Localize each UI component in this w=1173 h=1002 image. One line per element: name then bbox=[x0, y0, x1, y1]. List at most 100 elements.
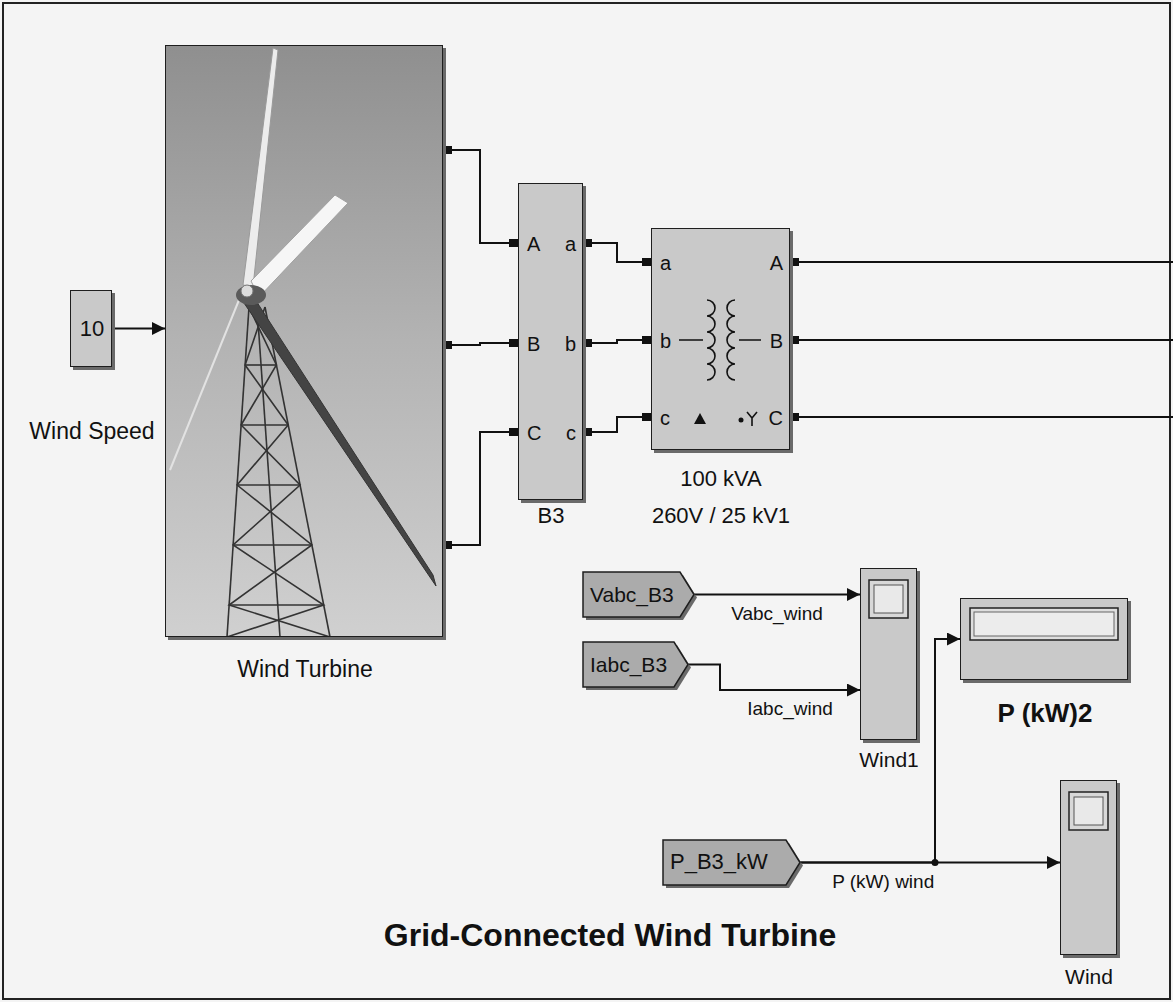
grid-wire bbox=[799, 416, 1173, 418]
scope-symbol bbox=[860, 568, 917, 740]
port-name: A bbox=[770, 253, 783, 273]
block-name: Wind1 bbox=[859, 749, 919, 770]
transformer-block: abcABC100 kVA260V / 25 kV1 bbox=[651, 228, 790, 450]
signal-arrow bbox=[112, 328, 165, 330]
wye-symbol bbox=[747, 412, 757, 426]
port-name: B bbox=[770, 331, 783, 351]
block-name: B3 bbox=[538, 505, 565, 527]
display-block: P (kW)2 bbox=[960, 598, 1128, 680]
port-marker bbox=[790, 336, 799, 344]
tower-brace bbox=[229, 307, 330, 637]
tower-leg bbox=[227, 307, 249, 637]
tower-brace bbox=[241, 424, 288, 426]
port-marker bbox=[642, 258, 651, 266]
scope-screen bbox=[874, 585, 903, 613]
power-wire bbox=[583, 340, 651, 343]
power-wire bbox=[583, 417, 651, 432]
port-name: a bbox=[660, 253, 671, 273]
block-name: Wind bbox=[1065, 966, 1113, 987]
block-name: Wind Speed bbox=[29, 420, 154, 443]
scope-screen bbox=[1069, 792, 1108, 830]
scope-symbol bbox=[1060, 780, 1117, 955]
port-marker bbox=[790, 258, 799, 266]
grid-wire bbox=[799, 339, 1173, 341]
display-window bbox=[970, 608, 1118, 640]
port-name: a bbox=[565, 234, 576, 254]
grid-wire bbox=[799, 261, 1173, 263]
figure-frame bbox=[3, 3, 1170, 999]
tower-brace bbox=[229, 604, 324, 606]
port-marker bbox=[509, 428, 518, 436]
scope-block: Wind bbox=[1060, 780, 1117, 955]
port-name: C bbox=[527, 423, 541, 443]
port-marker bbox=[443, 341, 452, 349]
tower-brace bbox=[227, 307, 324, 637]
tower-brace bbox=[233, 544, 312, 546]
port-marker bbox=[790, 413, 799, 421]
power-wire bbox=[443, 432, 518, 545]
port-marker bbox=[583, 339, 592, 347]
port-marker bbox=[642, 413, 651, 421]
scope-screen bbox=[1074, 797, 1103, 825]
grid-wires bbox=[790, 258, 1173, 421]
lattice-tower bbox=[227, 307, 330, 637]
branch-point bbox=[932, 859, 939, 866]
block-name: Wind Turbine bbox=[237, 658, 373, 681]
port-name: b bbox=[660, 331, 671, 351]
hub bbox=[241, 285, 253, 297]
port-marker bbox=[642, 336, 651, 344]
winding-lead bbox=[679, 339, 761, 341]
tower-brace bbox=[237, 484, 300, 486]
block-name: 100 kVA bbox=[680, 468, 762, 490]
wind-turbine-block: Wind Turbine bbox=[165, 45, 443, 637]
signal-name: Vabc_wind bbox=[731, 604, 823, 623]
block-fill bbox=[651, 228, 790, 450]
port-name: c bbox=[566, 423, 576, 443]
tag-shape bbox=[583, 642, 688, 687]
port-marker bbox=[583, 239, 592, 247]
display-window bbox=[974, 612, 1114, 636]
primary-coil bbox=[707, 300, 715, 380]
signal-branch bbox=[800, 639, 960, 863]
sky bbox=[165, 45, 443, 637]
turbine-blade bbox=[244, 293, 436, 586]
blade-thin bbox=[170, 295, 241, 470]
port-marker bbox=[509, 339, 518, 347]
port-name: A bbox=[527, 234, 540, 254]
block-fill bbox=[1060, 780, 1117, 955]
constant-value: 10 bbox=[80, 318, 104, 340]
signal-line bbox=[688, 665, 860, 691]
power-wire bbox=[443, 150, 518, 243]
port-name: b bbox=[565, 334, 576, 354]
nacelle bbox=[236, 285, 266, 305]
tower-leg bbox=[257, 307, 280, 637]
signal-tag: P_B3_kW bbox=[670, 851, 768, 873]
power-wire bbox=[583, 243, 651, 262]
port-marker bbox=[443, 146, 452, 154]
signal-tag: Vabc_B3 bbox=[590, 584, 674, 605]
port-name: C bbox=[769, 408, 783, 428]
display-symbol bbox=[960, 598, 1128, 680]
turbine-blade bbox=[251, 195, 348, 297]
signal-line bbox=[694, 594, 860, 596]
from-tag: P_B3_kW bbox=[663, 840, 800, 885]
tag-shape bbox=[663, 840, 800, 885]
port-marker bbox=[583, 428, 592, 436]
port-marker bbox=[509, 239, 518, 247]
block-fill bbox=[860, 568, 917, 740]
signal-tag: Iabc_B3 bbox=[590, 654, 667, 675]
constant-block: 10Wind Speed bbox=[70, 290, 112, 367]
tag-shape bbox=[583, 572, 694, 617]
scope-screen bbox=[869, 580, 908, 618]
block-name: 260V / 25 kV1 bbox=[652, 505, 790, 527]
transformer-symbol bbox=[651, 228, 790, 450]
diagram-title: Grid-Connected Wind Turbine bbox=[384, 919, 836, 951]
bus-block: ABCabcB3 bbox=[518, 183, 583, 500]
scope-block: Wind1 bbox=[860, 568, 917, 740]
from-tag: Iabc_B3 bbox=[583, 642, 688, 687]
power-wire bbox=[443, 343, 518, 345]
